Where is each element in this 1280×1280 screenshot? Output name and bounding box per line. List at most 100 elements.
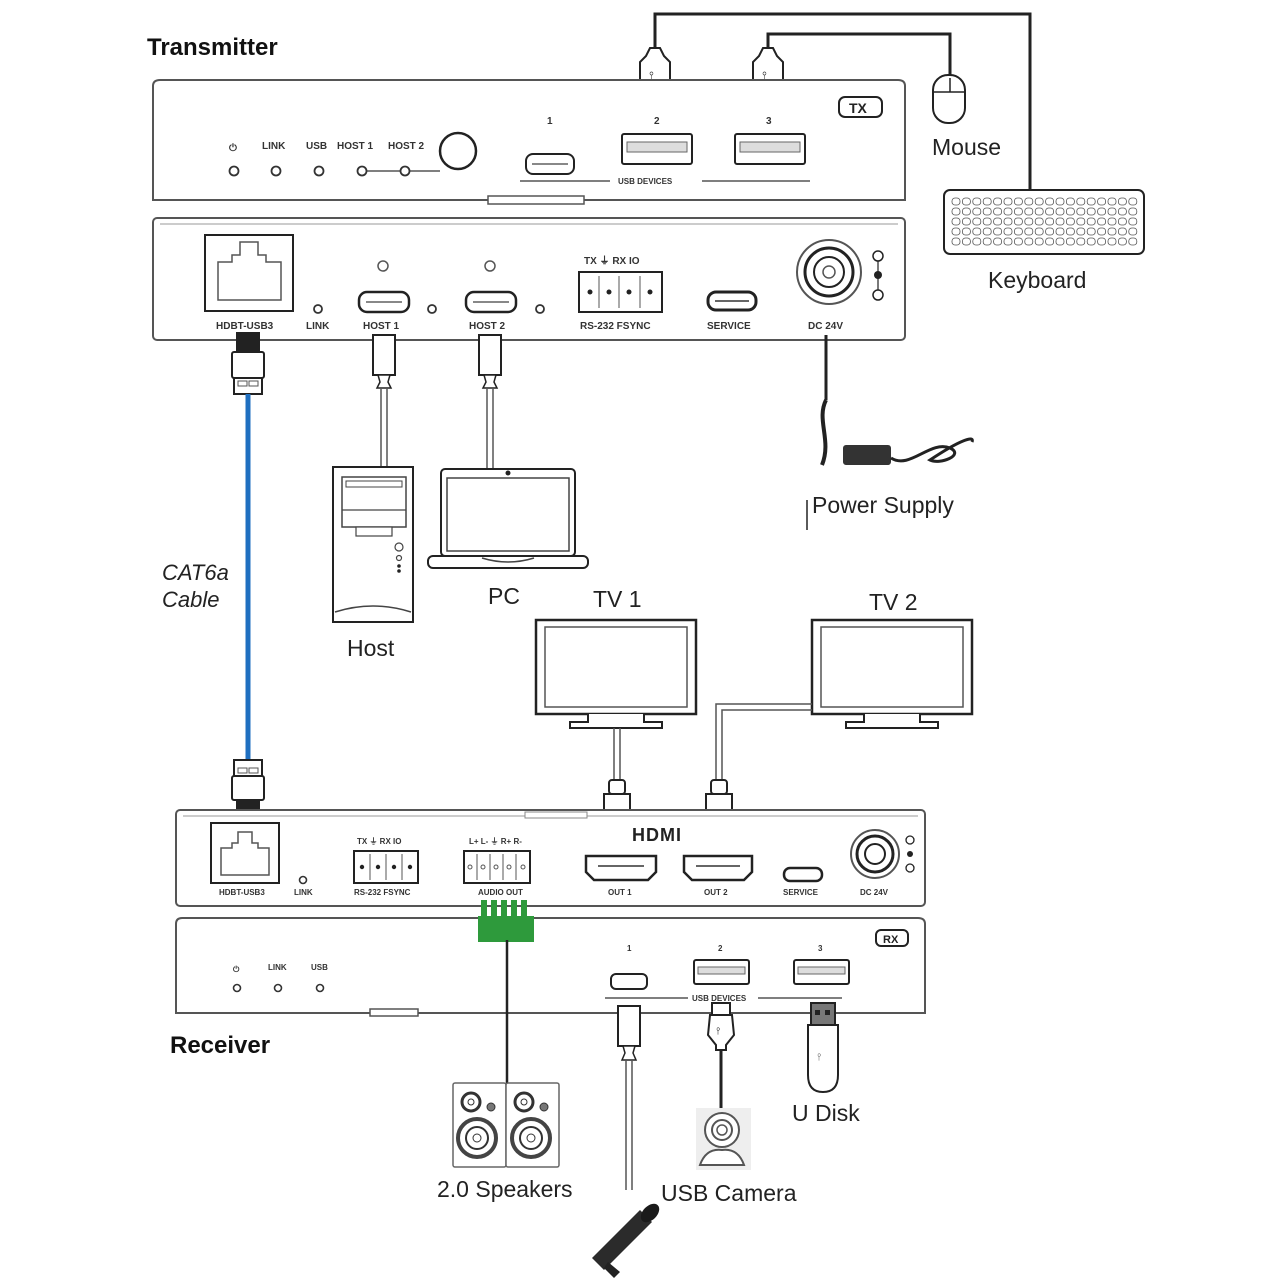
keyboard-key <box>1097 197 1106 206</box>
power-supply-label: Power Supply <box>812 492 954 518</box>
keyboard-key <box>1107 207 1117 216</box>
keyboard-key <box>993 197 1002 206</box>
keyboard-key <box>1097 217 1106 226</box>
keyboard-key <box>951 227 961 236</box>
audio-out-terminal-block[interactable] <box>463 850 531 884</box>
keyboard-key <box>1045 207 1054 216</box>
keyboard-key <box>982 237 992 246</box>
polarity-icon <box>872 250 884 301</box>
rx-hdbt-port[interactable] <box>210 822 280 884</box>
tv1-icon <box>534 618 698 729</box>
keyboard-key <box>1034 217 1044 226</box>
keyboard-key <box>1128 217 1138 226</box>
svg-text:⫯: ⫯ <box>715 1026 720 1037</box>
link-port-label: LINK <box>306 321 330 332</box>
keyboard-key <box>1066 197 1075 206</box>
keyboard-key <box>951 217 961 226</box>
keyboard-key <box>1118 197 1127 206</box>
usb-c-cable-pc <box>478 334 502 470</box>
host-computer-icon <box>332 466 414 623</box>
rs232-terminal-block[interactable] <box>578 271 663 313</box>
hdmi-out2-label: OUT 2 <box>704 888 728 897</box>
usb-port-number-1: 1 <box>547 116 553 127</box>
audio-pin <box>491 900 497 918</box>
keyboard-key <box>1034 197 1044 206</box>
keyboard-key <box>1128 207 1138 216</box>
keyboard-key <box>1024 237 1034 246</box>
keyboard-key <box>1128 227 1138 236</box>
rx-rs232-terminal-block[interactable] <box>353 850 419 884</box>
audio-pin-labels: L+ L- ⏚ R+ R- <box>469 837 522 846</box>
keyboard-icon <box>943 189 1145 255</box>
service-port-label: SERVICE <box>707 321 751 332</box>
keyboard-key <box>1076 217 1086 226</box>
rx-rs232-pin-labels: TX ⏚ RX IO <box>357 837 401 846</box>
transmitter-title: Transmitter <box>147 34 278 61</box>
hdbt-port[interactable] <box>204 234 294 312</box>
keyboard-key <box>1055 237 1065 246</box>
keyboard-key <box>1003 217 1013 226</box>
keyboard-key <box>1045 217 1054 226</box>
keyboard-key <box>1045 197 1054 206</box>
u-disk-icon: ⫯ <box>807 1002 839 1094</box>
usb-c-cable-host <box>372 334 396 467</box>
keyboard-key <box>993 207 1002 216</box>
rx-dc-power-jack[interactable] <box>850 829 900 879</box>
rx-usb-port-number-1: 1 <box>627 944 632 953</box>
keyboard-key <box>1118 207 1127 216</box>
power-supply-icon <box>820 335 974 466</box>
keyboard-key <box>951 207 961 216</box>
rx-usb-c-port-1[interactable] <box>610 973 648 990</box>
mouse-icon <box>932 74 966 124</box>
cat6a-cable <box>231 332 265 822</box>
keyboard-key <box>1086 207 1096 216</box>
keyboard-key <box>1034 227 1044 236</box>
rx-service-label: SERVICE <box>783 888 819 897</box>
rx-led-label-usb: USB <box>311 963 328 972</box>
hdmi-out2-port[interactable] <box>682 854 754 882</box>
rx-service-port[interactable] <box>782 866 824 883</box>
keyboard-key <box>972 227 982 236</box>
host-select-button[interactable] <box>438 131 478 171</box>
keyboard-key <box>1076 197 1086 206</box>
usb-port-number-3: 3 <box>766 116 772 127</box>
keyboard-key <box>972 207 982 216</box>
dc-power-jack[interactable] <box>796 239 862 305</box>
keyboard-key <box>962 237 971 246</box>
usb-a-cable-camera: ⫯ <box>706 1002 736 1108</box>
svg-text:⫯: ⫯ <box>762 70 767 82</box>
transmitter-front-panel: ⏻ LINK USB HOST 1 HOST 2 1 2 3 USB DEVIC… <box>152 79 906 205</box>
keyboard-key <box>1003 227 1013 236</box>
keyboard-key <box>1086 217 1096 226</box>
usb-camera-label: USB Camera <box>661 1180 797 1206</box>
keyboard-key <box>1107 217 1117 226</box>
keyboard-key <box>1097 207 1106 216</box>
link-led-icon <box>313 304 323 314</box>
microphone-icon <box>592 1203 660 1278</box>
keyboard-key <box>1066 237 1075 246</box>
transmitter-rear-panel: HDBT-USB3 LINK HOST 1 HOST 2 TX ⏚ RX IO … <box>152 217 906 341</box>
keyboard-key <box>1097 237 1106 246</box>
usb-port-number-2: 2 <box>654 116 660 127</box>
rx-hdbt-port-label: HDBT-USB3 <box>219 888 265 897</box>
keyboard-key <box>951 197 961 206</box>
keyboard-key <box>962 197 971 206</box>
keyboard-key <box>1076 227 1086 236</box>
keyboard-key <box>962 227 971 236</box>
keyboard-key <box>1003 197 1013 206</box>
keyboard-label: Keyboard <box>988 267 1086 293</box>
keyboard-key <box>1003 207 1013 216</box>
rx-polarity-icon <box>905 835 915 873</box>
rx-link-label: LINK <box>294 888 313 897</box>
tv2-icon <box>810 618 974 729</box>
keyboard-key <box>1045 237 1054 246</box>
hdmi-out1-port[interactable] <box>584 854 658 882</box>
dc-port-label: DC 24V <box>808 321 843 332</box>
keyboard-key <box>1107 197 1117 206</box>
keyboard-cable <box>653 12 1032 190</box>
cable-label-line2: Cable <box>162 587 219 612</box>
keyboard-key <box>962 217 971 226</box>
host1-port-label: HOST 1 <box>363 321 400 332</box>
keyboard-key <box>1014 197 1023 206</box>
keyboard-key <box>1014 207 1023 216</box>
